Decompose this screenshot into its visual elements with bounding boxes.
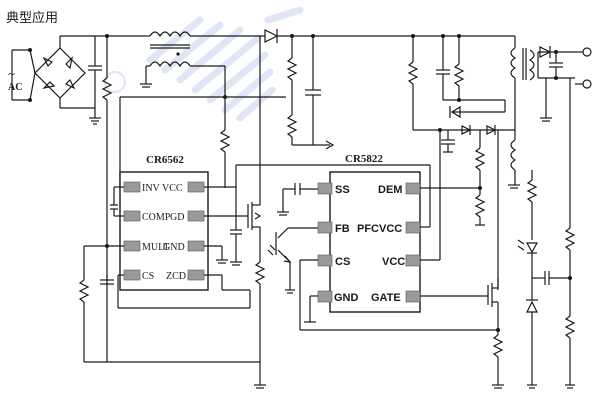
ic-cr5822: CR5822 SS FB CS GND DEM PFCVCC VCC GATE	[317, 153, 421, 313]
ic1-pin-gnd	[187, 240, 205, 252]
ac-label: AC	[8, 82, 22, 93]
output-stage	[537, 46, 592, 122]
ic1-vcc-resistor	[219, 129, 231, 188]
output-terminal-pos	[582, 47, 592, 57]
ss-capacitor	[277, 183, 318, 216]
ic1-pin-inv	[123, 181, 141, 193]
ic2-label-vcc: VCC	[382, 256, 405, 268]
ic2-pin-dem	[405, 182, 421, 195]
ic2-label-cs: CS	[335, 256, 350, 268]
startup-resistors	[286, 36, 335, 150]
ic2-left-wiring	[299, 259, 498, 331]
ic1-label-comp: COMP	[142, 212, 171, 223]
ic2-label-ss: SS	[335, 184, 350, 196]
ic1-pin-zcd	[187, 269, 205, 281]
ic-cr6562: CR6562 INV COMP MULT CS VCC GD GND ZCD	[119, 154, 209, 291]
bridge-rectifier	[29, 35, 95, 109]
optocoupler	[267, 227, 318, 294]
bulk-capacitor	[305, 36, 321, 145]
ic2-label-gnd: GND	[334, 292, 359, 304]
page-title: 典型应用	[6, 10, 58, 25]
ic2-pin-gnd	[317, 290, 333, 303]
ic1-pin-mult	[123, 240, 141, 252]
ic2-pin-pfcvcc	[405, 221, 421, 234]
ic2-pin-gate	[405, 290, 421, 303]
ic2-label-fb: FB	[335, 223, 350, 235]
ac-symbol: ~	[8, 66, 15, 81]
pfc-inductor	[140, 31, 265, 130]
ic1-label-gnd: GND	[163, 242, 185, 253]
ic1-pin-comp	[123, 210, 141, 222]
ic1-label-cs: CS	[142, 271, 154, 282]
output-terminal-neg	[582, 79, 592, 89]
ic1-label-gd: GD	[170, 212, 184, 223]
secondary-feedback	[517, 78, 576, 389]
aux-rectifier	[413, 125, 515, 236]
ic1-right-wiring	[204, 164, 430, 291]
ic2-label-pfcvcc: PFCVCC	[357, 223, 402, 235]
ic1-name: CR6562	[146, 154, 184, 166]
ic1-pin-vcc	[187, 181, 205, 193]
ac-input	[11, 48, 32, 102]
ic2-label-gate: GATE	[371, 292, 401, 304]
snubber-network	[407, 34, 506, 130]
ic2-pin-vcc	[405, 254, 421, 267]
mult-divider-resistor	[101, 34, 113, 362]
ic1-pin-gd	[187, 210, 205, 222]
flyback-transformer	[508, 36, 535, 189]
ic1-label-inv: INV	[142, 183, 161, 194]
ic2-pin-cs	[317, 254, 333, 267]
pfc-diode	[264, 29, 515, 43]
ic1-label-mult: MULT	[142, 242, 169, 253]
pfc-mosfet	[247, 202, 266, 389]
ic2-name: CR5822	[345, 153, 383, 165]
ic1-label-vcc: VCC	[162, 183, 183, 194]
ic1-left-wiring	[78, 186, 260, 363]
ic2-pin-ss	[317, 182, 333, 195]
input-capacitors	[88, 36, 102, 125]
watermark	[104, 6, 304, 122]
ic1-label-zcd: ZCD	[166, 271, 186, 282]
flyback-mosfet	[487, 236, 504, 389]
ic2-label-dem: DEM	[378, 184, 402, 196]
ic1-pin-cs	[123, 269, 141, 281]
ic2-pin-fb	[317, 221, 333, 234]
